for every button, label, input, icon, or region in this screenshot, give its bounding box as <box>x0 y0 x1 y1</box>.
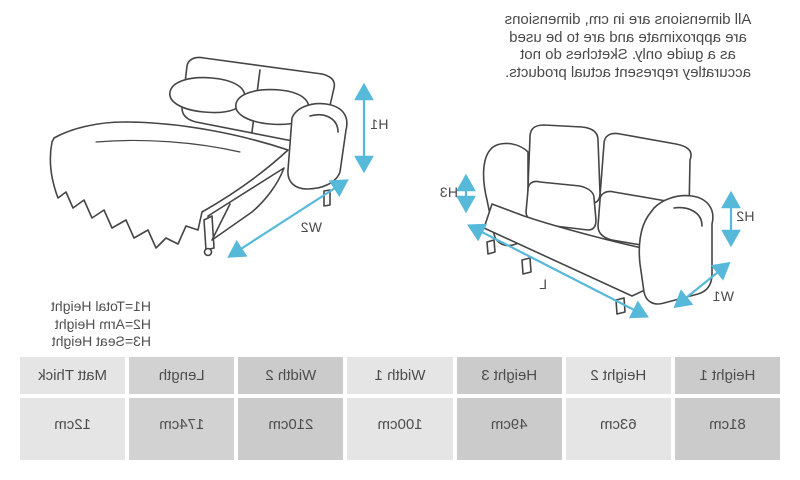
header-cell: Width 2 <box>238 357 344 394</box>
value-cell: 63cm <box>565 398 671 460</box>
h3-dimension-label: H3 <box>439 184 459 200</box>
w1-arrow <box>673 261 731 309</box>
column-width-1: Width 1 100cm <box>347 357 453 460</box>
header-cell: Height 2 <box>565 357 671 394</box>
legend-line-h3: H3=Seat Height <box>51 333 151 349</box>
value-cell: 100cm <box>347 398 453 460</box>
h1-dimension-label: H1 <box>370 116 389 132</box>
l-dimension-label: L <box>538 276 547 292</box>
value-cell: 49cm <box>456 398 562 460</box>
sofa-sketch <box>482 124 714 315</box>
dimensions-table: Height 1 81cm Height 2 63cm Height 3 49c… <box>20 357 780 460</box>
w2-arrow <box>227 179 349 258</box>
header-cell: Length <box>129 357 235 394</box>
value-cell: 174cm <box>129 398 235 460</box>
value-cell: 12cm <box>20 398 126 460</box>
header-cell: Height 1 <box>674 357 780 394</box>
w1-dimension-label: W1 <box>712 288 734 304</box>
dimension-legend: H1=Total Height H2=Arm Height H3=Seat He… <box>51 298 151 351</box>
l-arrow <box>467 223 649 319</box>
column-length: Length 174cm <box>129 357 235 460</box>
value-cell: 81cm <box>674 398 780 460</box>
column-height-2: Height 2 63cm <box>565 357 671 460</box>
header-cell: Width 1 <box>347 357 453 394</box>
header-cell: Height 3 <box>456 357 562 394</box>
column-width-2: Width 2 210cm <box>238 357 344 460</box>
column-height-3: Height 3 49cm <box>456 357 562 460</box>
legend-line-h2: H2=Arm Height <box>54 315 151 332</box>
header-cell: Matt Thick <box>20 357 126 394</box>
w2-dimension-label: W2 <box>300 219 322 235</box>
h2-dimension-label: H2 <box>736 208 755 224</box>
value-cell: 210cm <box>238 398 344 460</box>
column-matt-thick: Matt Thick 12cm <box>20 357 126 460</box>
column-height-1: Height 1 81cm <box>674 357 780 460</box>
legend-line-h1: H1=Total Height <box>50 298 151 314</box>
